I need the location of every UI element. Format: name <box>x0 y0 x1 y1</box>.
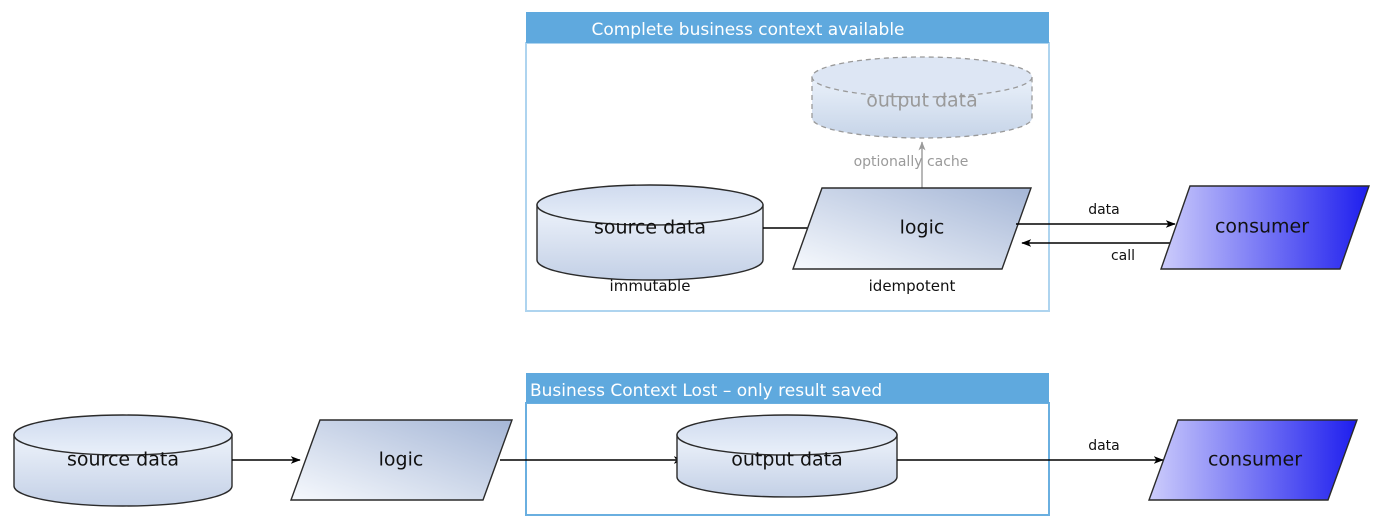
edge-bottom-output-to-consumer: data <box>897 438 1164 464</box>
bottom-source-data-cylinder-top <box>13 414 233 456</box>
top-source-data-cylinder-body <box>536 204 764 281</box>
top-source-data-sub-label: immutable <box>610 277 691 295</box>
top-consumer-shape <box>1160 185 1370 270</box>
node-output-data-optional: output data <box>811 56 1033 139</box>
node-bottom-consumer: consumer <box>1148 419 1358 501</box>
top-consumer-label: consumer <box>1215 216 1309 238</box>
bottom-logic-label: logic <box>379 449 424 471</box>
node-top-source-data: source data immutable <box>536 184 764 295</box>
node-bottom-logic: logic <box>290 419 513 501</box>
bottom-output-data-cylinder-top <box>676 414 898 456</box>
top-source-data-label: source data <box>594 217 706 239</box>
edge-top-consumer-to-logic-label: call <box>1111 248 1135 264</box>
edge-top-consumer-to-logic: call <box>1021 239 1185 264</box>
top-logic-label: logic <box>900 217 945 239</box>
edge-top-logic-to-consumer-label: data <box>1088 202 1120 218</box>
top-logic-sub-label: idempotent <box>869 277 956 295</box>
top-logic-shape <box>792 187 1032 270</box>
bottom-consumer-shape <box>1148 419 1358 501</box>
node-bottom-source-data: source data <box>13 414 233 507</box>
edge-bottom-output-to-consumer-label: data <box>1088 438 1120 454</box>
node-bottom-output-data: output data <box>676 414 898 498</box>
output-data-cylinder-top <box>811 56 1033 98</box>
group-header-context-lost <box>526 373 1049 403</box>
top-source-data-cylinder-top <box>536 184 764 226</box>
output-data-label: output data <box>866 90 978 112</box>
bottom-consumer-label: consumer <box>1208 449 1302 471</box>
node-top-consumer: consumer <box>1160 185 1370 270</box>
bottom-source-data-label: source data <box>67 449 179 471</box>
edge-logic-to-cache: optionally cache <box>854 141 969 190</box>
group-title-complete-context: Complete business context available <box>591 20 904 40</box>
edge-top-logic-to-consumer: data <box>1016 202 1176 228</box>
node-top-logic: logic idempotent <box>792 187 1032 295</box>
edge-logic-to-cache-label: optionally cache <box>854 154 969 170</box>
bottom-output-data-label: output data <box>731 449 843 471</box>
group-title-context-lost: Business Context Lost – only result save… <box>530 381 882 401</box>
bottom-logic-shape <box>290 419 513 501</box>
group-header-complete-context <box>526 12 1049 43</box>
